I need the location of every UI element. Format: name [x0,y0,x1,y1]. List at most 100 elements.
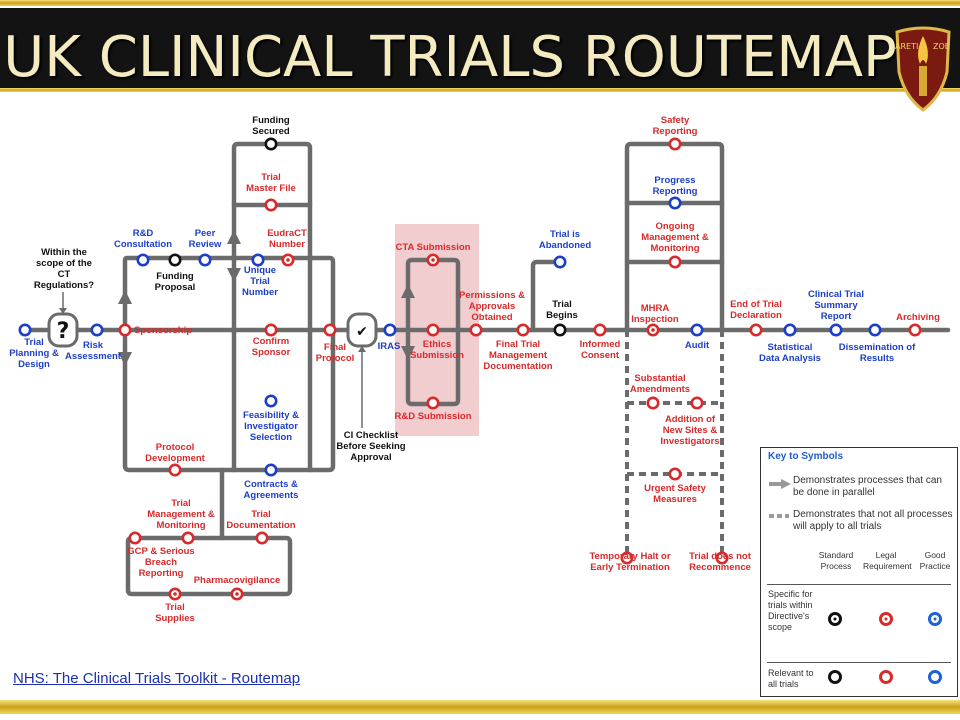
key-parallel-text: Demonstrates processes that can be done … [793,475,942,498]
key-station-standard-all [828,670,842,684]
station-archiving [908,323,922,337]
arrow-down-funding [227,268,241,282]
station-feasibility [264,394,278,408]
sponsorship-loop [122,255,336,473]
station-risk-assessment [90,323,104,337]
decision-node: ? [47,312,79,348]
label-archiving: Archiving [896,312,940,323]
label-rd-submission: R&D Submission [394,411,471,422]
svg-text:?: ? [57,319,70,344]
station-dot-pharmacovigilance [235,592,239,596]
station-trial-mgmt-monitoring [181,531,195,545]
bottom-gold-bar [0,700,960,714]
station-ethics-submission [426,323,440,337]
station-trial-documentation [255,531,269,545]
station-dot-trial-supplies [173,592,177,596]
checklist-node: ✔ [346,312,378,348]
label-audit: Audit [685,340,710,351]
station-rd-submission [426,396,440,410]
station-iras [383,323,397,337]
label-iras: IRAS [378,341,401,352]
station-dot-mhra-inspection [651,328,655,332]
key-station-good-specific [928,612,942,626]
key-station-legal-specific [879,612,893,626]
arrow-up-funding [227,230,241,244]
key-title: Key to Symbols [768,451,844,462]
station-peer-review [198,253,212,267]
approvals-loop [405,257,461,407]
arrow-down-approvals [401,346,415,360]
svg-text:✔: ✔ [356,324,368,340]
station-funding-secured [264,137,278,151]
station-dissemination [868,323,882,337]
station-final-protocol [323,323,337,337]
key-row-all: Relevant to all trials [768,668,814,689]
station-final-trial-mgmt [516,323,530,337]
key-station-good-all [928,670,942,684]
station-funding-proposal [168,253,182,267]
station-sponsorship [118,323,132,337]
label-cta-submission: CTA Submission [396,242,471,253]
key-col-good: Good Practice [919,550,951,571]
station-safety-reporting [668,137,682,151]
symbol-key: Key to Symbols Demonstrates processes th… [760,447,958,697]
key-col-legal: Legal Requirement [863,550,912,571]
station-substantial-amendments [646,396,660,410]
station-permissions [469,323,483,337]
key-station-standard-specific [828,612,842,626]
station-trial-abandoned [553,255,567,269]
station-addition-new-sites [690,396,704,410]
logo-text-right: ZOE [933,42,950,51]
station-progress-reporting [668,196,682,210]
arrow-up-sponsor [118,290,132,304]
key-col-standard: Standard Process [818,550,854,571]
key-station-legal-all [879,670,893,684]
label-sponsorship: Sponsorship [134,325,192,336]
station-audit [690,323,704,337]
station-gcp [128,531,142,545]
shield-logo-icon [895,26,951,112]
station-trial-master-file [264,198,278,212]
arrow-down-sponsor [118,352,132,366]
title-banner: UK CLINICAL TRIALS ROUTEMAP [0,8,960,90]
source-link[interactable]: NHS: The Clinical Trials Toolkit - Route… [13,670,301,687]
label-contracts: Contracts &Agreements [244,479,299,501]
station-unique-trial-number [251,253,265,267]
station-dot-cta-submission [431,258,435,262]
station-rd-consultation [136,253,150,267]
optional-column [625,330,724,558]
key-not-all-text: Demonstrates that not all processes will… [793,509,953,532]
station-trial-begins [553,323,567,337]
station-contracts [264,463,278,477]
header-gold-bar [0,88,960,92]
